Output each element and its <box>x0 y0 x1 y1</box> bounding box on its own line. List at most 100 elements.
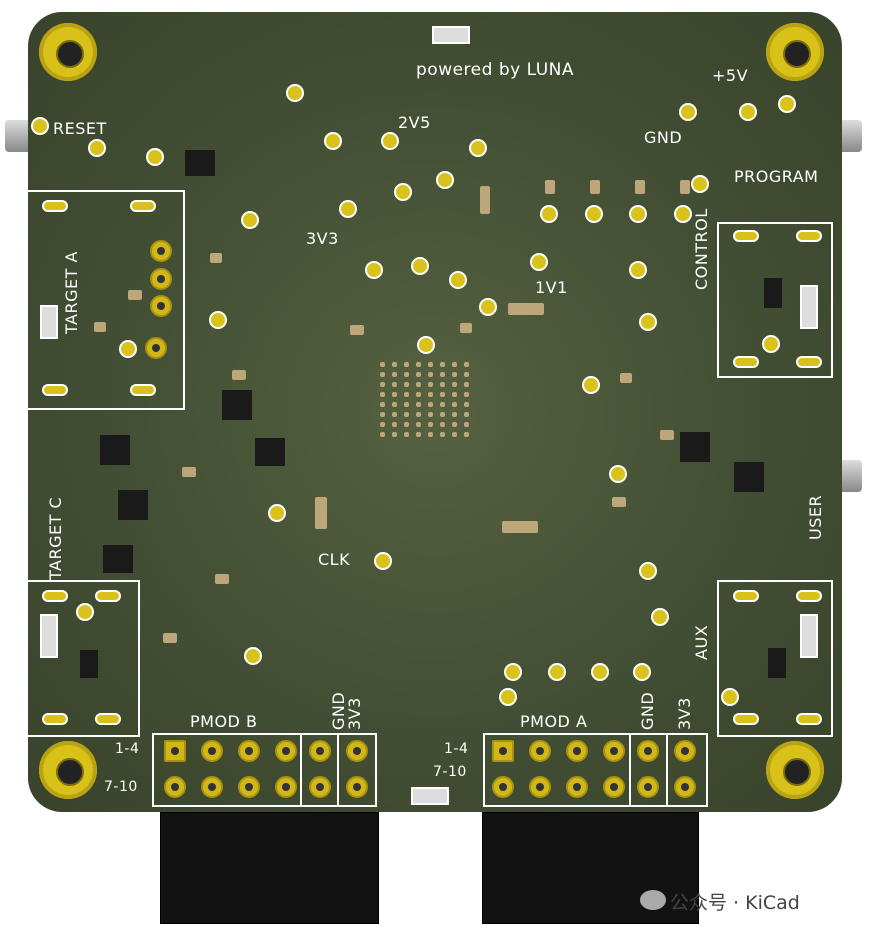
bga-ball <box>380 402 385 407</box>
test-point <box>76 603 94 621</box>
usb-shell-pad <box>733 713 759 725</box>
pmod-b-divider <box>337 735 339 805</box>
control-outline <box>717 222 833 378</box>
bga-ball <box>452 432 457 437</box>
ic-chip <box>680 432 710 462</box>
header-pin <box>674 776 696 798</box>
label-pmod-b: PMOD B <box>190 712 258 731</box>
watermark: 公众号 · KiCad <box>670 892 800 914</box>
bga-ball <box>464 372 469 377</box>
smd-part <box>460 323 472 333</box>
label-gnd-top: GND <box>644 128 683 147</box>
label-2v5: 2V5 <box>398 113 431 132</box>
bga-ball <box>404 392 409 397</box>
test-point <box>504 663 522 681</box>
test-point <box>548 663 566 681</box>
test-point <box>31 117 49 135</box>
usb-shell-pad <box>42 384 68 396</box>
program-button-actuator[interactable] <box>838 120 862 152</box>
smd-part <box>182 467 196 477</box>
test-point <box>585 205 603 223</box>
smd-part <box>480 186 490 214</box>
bga-ball <box>416 392 421 397</box>
test-point <box>286 84 304 102</box>
bga-ball <box>404 362 409 367</box>
bga-ball <box>452 422 457 427</box>
silk-component <box>40 305 58 339</box>
usb-shell-pad <box>42 713 68 725</box>
bga-ball <box>452 392 457 397</box>
reset-button-actuator[interactable] <box>5 120 31 152</box>
test-point <box>639 562 657 580</box>
smd-part <box>635 180 645 194</box>
bga-ball <box>392 372 397 377</box>
ic-chip <box>734 462 764 492</box>
bga-ball <box>464 362 469 367</box>
header-pin <box>309 740 331 762</box>
bga-ball <box>416 372 421 377</box>
bga-ball <box>404 412 409 417</box>
pmod-a-pin <box>492 776 514 798</box>
label-reset: RESET <box>53 119 107 138</box>
usb-shell-pad <box>733 590 759 602</box>
test-point <box>629 205 647 223</box>
bga-ball <box>452 372 457 377</box>
user-button-actuator[interactable] <box>838 460 862 492</box>
bga-ball <box>404 432 409 437</box>
bga-ball <box>416 382 421 387</box>
test-point <box>479 298 497 316</box>
ic-chip <box>768 648 786 678</box>
ic-chip <box>222 390 252 420</box>
test-point <box>209 311 227 329</box>
wechat-icon <box>640 890 666 910</box>
pmod-b-pin <box>164 776 186 798</box>
bga-ball <box>452 382 457 387</box>
bga-ball <box>440 422 445 427</box>
silk-component <box>800 285 818 329</box>
test-point <box>241 211 259 229</box>
test-point <box>268 504 286 522</box>
header-pin <box>309 776 331 798</box>
test-point <box>394 183 412 201</box>
test-point <box>629 261 647 279</box>
smd-part <box>660 430 674 440</box>
smd-part <box>232 370 246 380</box>
usb-shell-pad <box>796 356 822 368</box>
bga-ball <box>416 432 421 437</box>
bga-ball <box>416 412 421 417</box>
bga-ball <box>440 432 445 437</box>
header-pin <box>150 240 172 262</box>
label-pmod-b-3v3: 3V3 <box>345 697 364 730</box>
smd-part <box>210 253 222 263</box>
pmod-b-connector-body <box>160 812 379 924</box>
test-point <box>582 376 600 394</box>
pmod-a-pin <box>603 776 625 798</box>
ic-chip <box>185 150 215 176</box>
pmod-a-pin <box>529 776 551 798</box>
bga-ball <box>392 392 397 397</box>
mounting-hole-bottom-right <box>766 741 824 799</box>
header-pin <box>346 740 368 762</box>
test-point <box>674 205 692 223</box>
test-point <box>365 261 383 279</box>
test-point <box>609 465 627 483</box>
bga-ball <box>392 432 397 437</box>
bga-ball <box>416 402 421 407</box>
bga-ball <box>404 372 409 377</box>
bga-ball <box>392 382 397 387</box>
label-pmod-b-row2: 7-10 <box>104 779 138 795</box>
test-point <box>411 257 429 275</box>
test-point <box>417 336 435 354</box>
bga-ball <box>428 402 433 407</box>
bga-ball <box>380 392 385 397</box>
usb-shell-pad <box>796 590 822 602</box>
pmod-b-pin <box>238 740 260 762</box>
luna-tagline: powered by LUNA <box>416 60 574 80</box>
pmod-a-connector-body <box>482 812 699 924</box>
bga-ball <box>464 402 469 407</box>
bga-ball <box>440 412 445 417</box>
label-pmod-a-3v3: 3V3 <box>675 697 694 730</box>
pmod-b-pin <box>164 740 186 762</box>
silk-component <box>432 26 470 44</box>
bga-ball <box>404 382 409 387</box>
